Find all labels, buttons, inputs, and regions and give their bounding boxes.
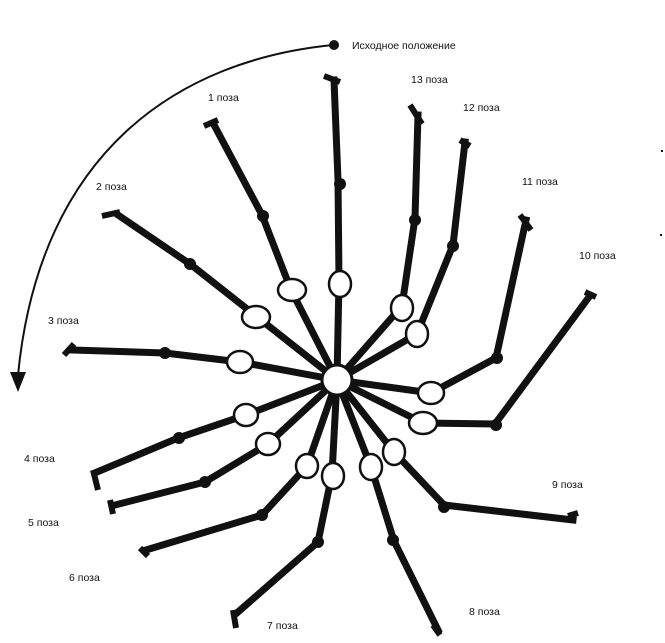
limb-pose-2 [113, 210, 342, 385]
limb-initial [330, 76, 343, 384]
joint-dot [447, 240, 459, 252]
pose-label-5: 5 поза [28, 517, 59, 529]
hip-oval [404, 319, 430, 349]
joint-dot [159, 347, 171, 359]
edge-marks [660, 150, 663, 236]
pose-label-3: 3 поза [48, 315, 79, 327]
limbs-group [68, 76, 594, 635]
start-point-icon [329, 40, 339, 50]
rotation-arrow [10, 40, 339, 392]
pose-label-12: 12 поза [463, 102, 500, 114]
limb-pose-5 [110, 375, 342, 510]
limb-ends [61, 73, 598, 637]
pose-label-6: 6 поза [69, 572, 100, 584]
joint-dots [159, 178, 503, 548]
pose-label-13: 13 поза [411, 74, 448, 86]
center-hub [320, 363, 354, 397]
arrow-head-icon [10, 372, 26, 392]
joint-dot [312, 536, 324, 548]
hip-oval [358, 452, 384, 482]
pose-label-1: 1 поза [208, 92, 239, 104]
joint-dot [334, 178, 346, 190]
limb-pose-9 [332, 375, 577, 524]
joint-dot [184, 258, 196, 270]
pose-label-4: 4 поза [24, 453, 55, 465]
limb-pose-12 [332, 138, 469, 385]
joint-dot [490, 419, 502, 431]
hip-ovals [225, 269, 446, 491]
hip-oval [407, 410, 439, 436]
hip-oval [320, 461, 346, 491]
limb-pose-4 [92, 375, 342, 477]
pose-label-11: 11 поза [522, 176, 558, 188]
hip-oval [276, 277, 308, 303]
pose-label-9: 9 поза [552, 479, 583, 491]
initial-position-label: Исходное положение [352, 40, 456, 52]
joint-dot [409, 214, 421, 226]
hip-oval [327, 269, 353, 299]
joint-dot [256, 509, 268, 521]
hip-oval [240, 304, 272, 330]
hip-oval [381, 437, 407, 467]
limb-pose-8 [332, 375, 443, 635]
hip-oval [294, 452, 320, 480]
limb-pose-7 [233, 376, 341, 617]
limb-pose-11 [333, 215, 531, 397]
pose-label-7: 7 поза [267, 620, 298, 632]
joint-dot [438, 501, 450, 513]
joint-dot [491, 352, 503, 364]
hip-oval [416, 380, 446, 406]
pose-label-8: 8 поза [469, 606, 500, 618]
joint-dot [173, 432, 185, 444]
pose-label-10: 10 поза [579, 250, 616, 262]
hip-oval [389, 293, 415, 323]
pose-label-2: 2 поза [96, 181, 127, 193]
labels: Исходное положение 1 поза 2 поза 3 поза … [24, 40, 616, 632]
limb-pose-10 [332, 292, 594, 428]
limb-pose-13 [332, 111, 422, 385]
hip-oval [232, 402, 260, 428]
joint-dot [257, 210, 269, 222]
joint-dot [387, 534, 399, 546]
hip-oval [254, 431, 282, 457]
limb-pose-3 [68, 346, 342, 385]
joint-dot [199, 476, 211, 488]
limb-pose-6 [141, 375, 342, 555]
hip-oval [225, 349, 255, 375]
limb-pose-1 [208, 118, 342, 385]
